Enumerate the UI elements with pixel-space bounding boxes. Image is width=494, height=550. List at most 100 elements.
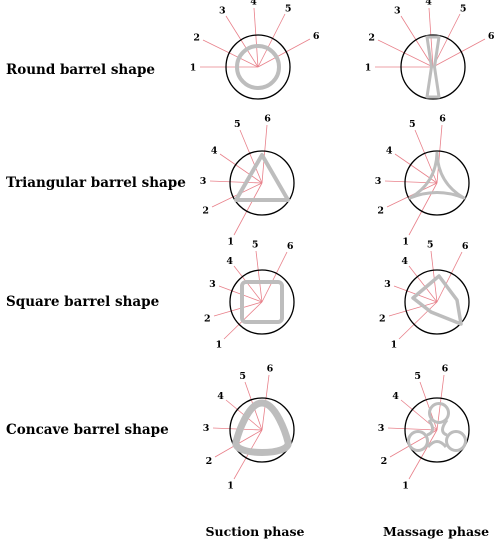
ray-label: 2 [368, 32, 375, 43]
barrel-outline-circle [404, 269, 470, 335]
ray-line [432, 38, 486, 68]
ray-label: 3 [219, 6, 226, 17]
ray-label: 4 [386, 146, 393, 157]
barrel-outline-circle [404, 150, 470, 216]
ray-label: 5 [239, 371, 246, 382]
ray-label: 6 [287, 241, 294, 252]
ray-label: 3 [209, 279, 216, 290]
ray-label: 1 [190, 63, 197, 74]
ray-line [400, 15, 434, 68]
ray-label: 4 [250, 0, 257, 8]
ray-line [213, 301, 263, 317]
ray-line [408, 429, 438, 480]
row-label-concave: Concave barrel shape [6, 422, 169, 438]
ray-label: 6 [488, 31, 494, 42]
ray-line [408, 265, 438, 303]
ray-line [261, 124, 268, 184]
column-label-massage: Massage phase [382, 524, 490, 539]
trefoil-lobe [445, 430, 467, 452]
ray-label: 4 [401, 256, 408, 267]
trefoil-waist [426, 419, 449, 449]
ray-line [257, 38, 311, 68]
ray-line [253, 7, 259, 68]
ray-label: 6 [462, 241, 469, 252]
trefoil-lobe [428, 402, 450, 424]
ray-label: 1 [391, 339, 398, 350]
barrel-diagram-massage: 1 2 3 4 5 6 [378, 364, 470, 492]
ray-line [261, 251, 288, 303]
ray-label: 4 [211, 146, 218, 157]
ray-line [386, 182, 438, 208]
ray-label: 6 [442, 364, 449, 375]
ray-label: 1 [365, 63, 372, 74]
barrel-cross-section [232, 399, 292, 456]
ray-label: 2 [206, 456, 213, 467]
barrel-diagram-suction: 1 2 3 4 5 6 [203, 364, 295, 492]
barrel-outline-circle [229, 150, 295, 216]
ray-label: 6 [313, 31, 320, 42]
barrel-diagram-suction: 1 2 3 4 5 6 [190, 0, 320, 100]
ray-label: 5 [427, 240, 434, 251]
ray-label: 6 [439, 114, 446, 125]
ray-line [436, 251, 463, 303]
barrel-diagram-massage: 1 2 3 4 5 6 [365, 0, 494, 100]
ray-label: 3 [378, 423, 385, 434]
ray-label: 4 [217, 391, 224, 402]
barrel-cross-section [234, 153, 290, 202]
ray-line [408, 182, 438, 236]
ray-label: 5 [460, 3, 467, 14]
ray-label: 3 [394, 6, 401, 17]
ray-label: 2 [377, 206, 384, 217]
ray-line [255, 250, 263, 303]
ray-line [388, 301, 438, 317]
ray-line [233, 182, 263, 236]
barrel-outline-circle [229, 269, 295, 335]
ray-line [219, 153, 263, 184]
ray-line [432, 13, 461, 68]
barrel-outline-circle [400, 34, 466, 100]
barrel-cross-section [240, 280, 284, 324]
ray-label: 5 [234, 119, 241, 130]
ray-label: 4 [392, 391, 399, 402]
ray-label: 2 [193, 32, 200, 43]
ray-line [257, 13, 286, 68]
ray-label: 1 [227, 481, 234, 492]
ray-label: 1 [402, 481, 409, 492]
barrel-cross-section [411, 274, 463, 326]
trefoil-lobe [407, 430, 429, 452]
ray-label: 5 [414, 371, 421, 382]
ray-line [225, 15, 259, 68]
column-label-suction: Suction phase [205, 524, 305, 539]
barrel-cross-section [235, 44, 281, 90]
ray-label: 6 [267, 364, 274, 375]
ray-label: 1 [216, 339, 223, 350]
ray-label: 6 [264, 114, 271, 125]
barrel-outline-circle [229, 397, 295, 463]
ray-line [436, 124, 443, 184]
ray-label: 3 [203, 423, 210, 434]
ray-label: 5 [409, 119, 416, 130]
barrel-outline-circle [225, 34, 291, 100]
ray-label: 4 [425, 0, 432, 8]
ray-label: 3 [375, 176, 382, 187]
barrel-cross-section [425, 35, 441, 99]
barrel-diagram-massage: 1 2 3 4 5 6 [375, 114, 470, 248]
ray-label: 1 [227, 237, 234, 248]
ray-label: 5 [252, 240, 259, 251]
ray-line [387, 427, 438, 431]
ray-line [209, 180, 263, 184]
ray-label: 1 [402, 237, 409, 248]
ray-label: 2 [202, 206, 209, 217]
ray-line [430, 250, 438, 303]
ray-line [377, 39, 434, 68]
ray-label: 2 [204, 313, 211, 324]
ray-line [202, 39, 259, 68]
ray-label: 3 [384, 279, 391, 290]
ray-label: 5 [285, 3, 292, 14]
barrel-outline-circle [404, 397, 470, 463]
ray-label: 2 [381, 456, 388, 467]
